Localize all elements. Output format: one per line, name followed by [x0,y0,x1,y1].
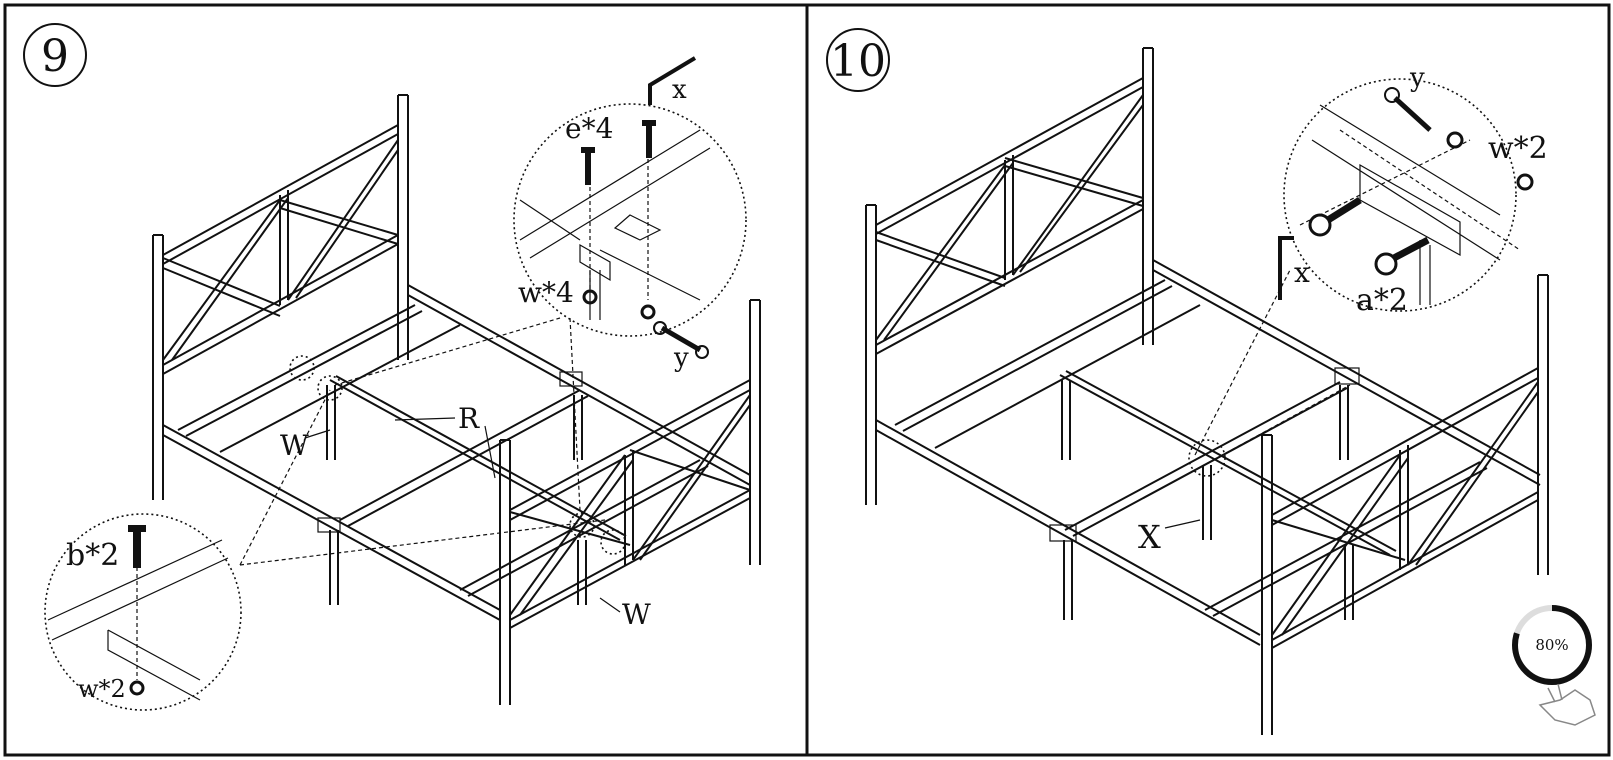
bed-frame-step-9 [152,94,761,705]
label-nuts-top: w*4 [518,276,574,309]
step-10-number-badge: 10 [826,28,890,92]
label-hex-key: x [672,75,687,105]
bed-frame-step-10 [865,47,1549,735]
nut-icon [129,680,145,696]
label-nuts: w*2 [1488,131,1548,166]
detail-callout-bottom [44,513,242,711]
detail-callout-top [513,103,747,337]
label-leg: X [1138,518,1161,556]
hand-swipe-icon [1538,683,1596,726]
nut-icon [582,289,598,305]
label-bolts-top: e*4 [565,112,613,145]
step-9-number: 9 [41,31,69,82]
hex-key-icon [648,56,697,105]
progress-label: 80% [1535,636,1568,654]
label-hex-key: x [1294,256,1310,289]
detail-callout-step-10 [1283,78,1521,312]
nut-icon [1516,173,1534,191]
label-wrench: y [1409,63,1425,93]
wrench-icon [653,321,709,359]
label-wrench: y [673,343,689,373]
label-bolts-bottom: b*2 [66,538,119,573]
bolt-icon [128,525,146,568]
label-nuts-bottom: w*2 [78,675,126,703]
label-bolts: a*2 [1356,283,1408,318]
hex-key-icon [1278,236,1294,300]
step-9-number-badge: 9 [23,23,87,87]
bolt-icon [642,120,656,158]
progress-ring-icon: 80% [1512,605,1592,685]
bolt-icon [1374,236,1430,276]
step-10-panel [805,3,1611,757]
nut-icon [1446,131,1464,149]
step-10-number: 10 [830,36,886,87]
label-leg-left: W [280,429,309,462]
label-leg-right: W [622,598,651,631]
bolt-icon [1308,197,1362,237]
label-slat: R [458,402,480,435]
wrench-icon [1384,87,1432,132]
nut-icon [640,304,656,320]
step-9-panel [3,3,809,757]
bolt-icon [581,147,595,185]
